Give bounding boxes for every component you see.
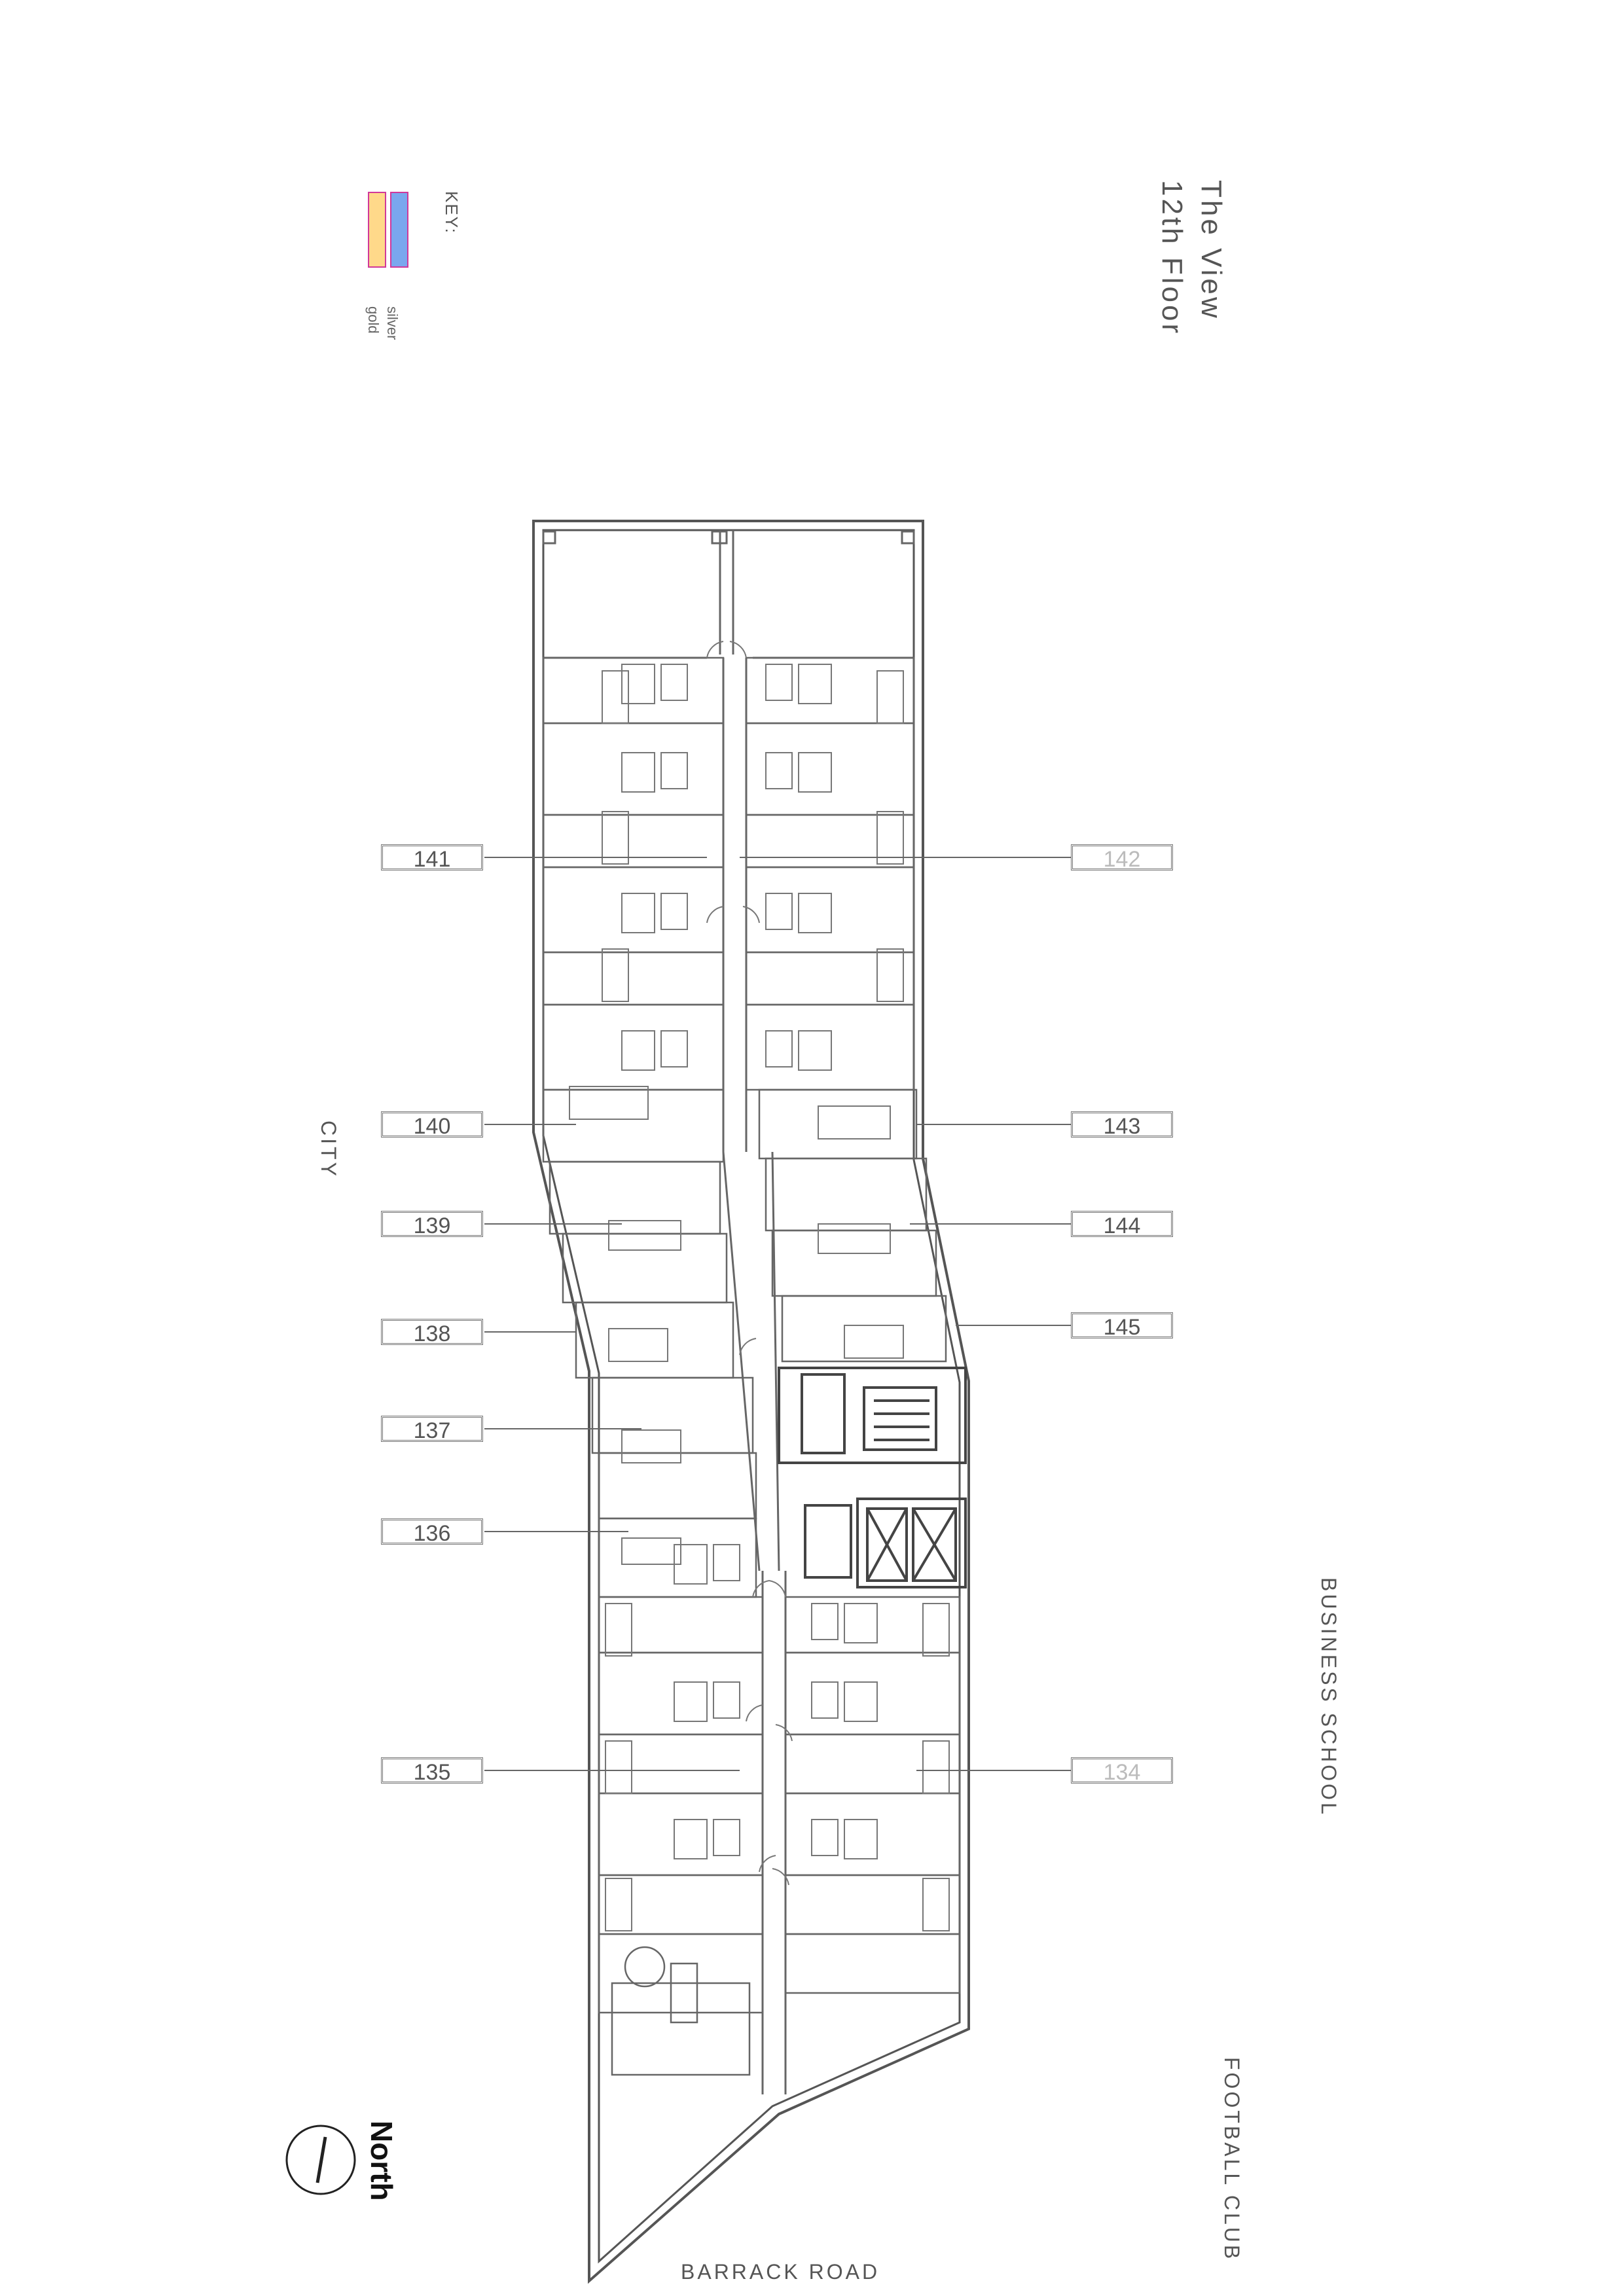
room-label-136[interactable]: 136 [381, 1518, 483, 1546]
key-swatch-gold [368, 192, 386, 268]
room-label-138[interactable]: 138 [381, 1319, 483, 1346]
room-label-141[interactable]: 141 [381, 844, 483, 872]
room-label-144[interactable]: 144 [1071, 1211, 1173, 1238]
room-fixtures [569, 664, 950, 1931]
room-label-135[interactable]: 135 [381, 1757, 483, 1785]
label-barrack-road: BARRACK ROAD [681, 2260, 880, 2284]
north-arrow-icon [285, 2125, 356, 2195]
key-swatch-silver [390, 192, 408, 268]
north-label: North [365, 2121, 399, 2201]
label-leaders [484, 857, 1071, 1771]
lift-core [804, 1498, 967, 1588]
door-swings [706, 641, 793, 1886]
room-label-142[interactable]: 142 [1071, 844, 1173, 872]
stair-core [778, 1367, 967, 1464]
room-label-137[interactable]: 137 [381, 1416, 483, 1443]
room-label-140[interactable]: 140 [381, 1111, 483, 1139]
room-label-145[interactable]: 145 [1071, 1312, 1173, 1340]
room-label-143[interactable]: 143 [1071, 1111, 1173, 1139]
room-label-139[interactable]: 139 [381, 1211, 483, 1238]
room-label-134[interactable]: 134 [1071, 1757, 1173, 1785]
